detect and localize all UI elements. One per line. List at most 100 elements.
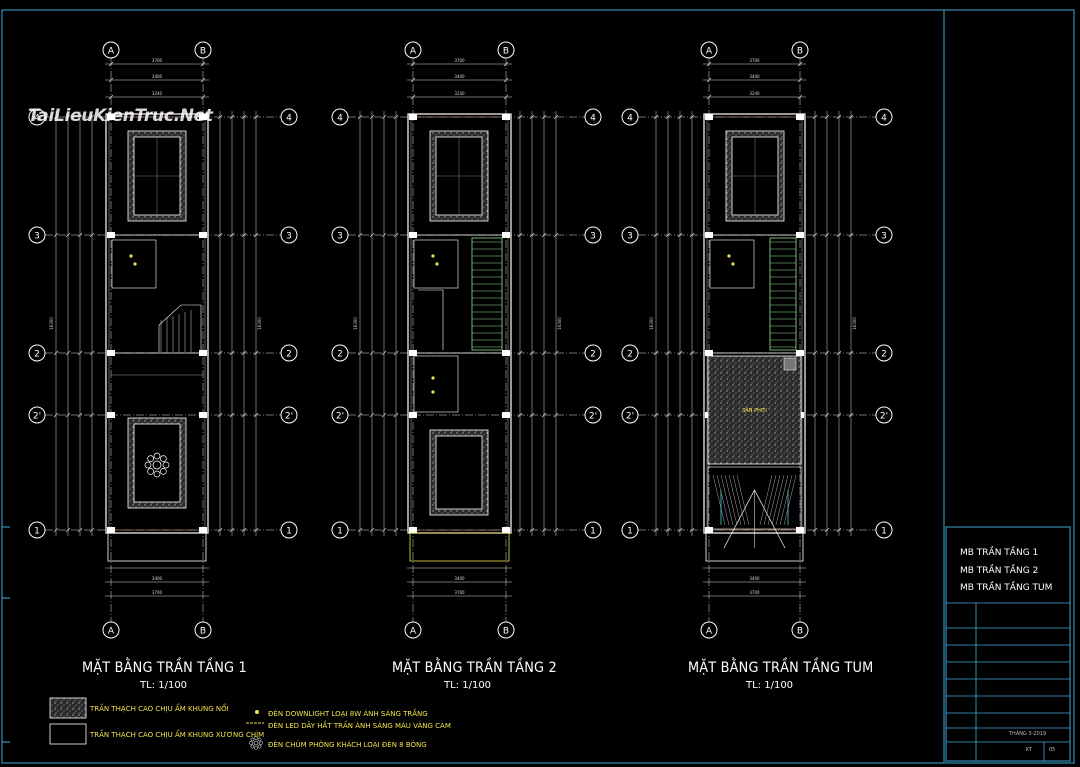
- column-0-3-0: [107, 412, 115, 418]
- roof-hatch-r-0: [783, 474, 797, 526]
- dim-side-tick-2-3-3: [689, 412, 695, 418]
- dim-side-tick-1-6-2: [541, 350, 547, 356]
- downlight-0-b: [133, 262, 137, 266]
- column-1-0-0: [409, 114, 417, 120]
- dim-side-tick-1-7-1: [553, 232, 559, 238]
- dim-side-tick-0-1-1: [65, 232, 71, 238]
- dim-side-tick-2-3-4: [689, 527, 695, 533]
- plan-title-3: MẶT BẰNG TRẦN TẦNG TUM: [688, 660, 874, 676]
- dim-tick-0-1-0: [108, 77, 114, 83]
- dim-top-sub-2: 3240: [749, 91, 760, 96]
- dim-side-tick-0-0-4: [53, 527, 59, 533]
- axis-bubble-1-R1-label: 3: [590, 232, 596, 242]
- dim-side-tick-2-5-3: [824, 412, 830, 418]
- dim-tick-2-0-1: [797, 61, 803, 67]
- legend-chandelier-bulb-6: [254, 736, 258, 740]
- wc-room-2: [709, 239, 755, 289]
- dim-side-tick-2-2-4: [677, 527, 683, 533]
- chandelier-bulb-5: [147, 455, 154, 462]
- dim-bot-inner-1: 3400: [454, 576, 465, 581]
- titleblock-code: KT: [1026, 747, 1032, 753]
- dim-side-tick-2-4-1: [812, 232, 818, 238]
- dim-side-tick-2-7-0: [848, 114, 854, 120]
- dim-side-tick-2-1-4: [665, 527, 671, 533]
- dim-side-tick-0-3-0: [89, 114, 95, 120]
- dim-side-tick-0-1-3: [65, 412, 71, 418]
- axis-bubble-0-R4-label: 1: [286, 527, 292, 537]
- chandelier-bulb-2: [153, 470, 161, 478]
- dim-side-tick-2-1-2: [665, 350, 671, 356]
- dim-side-tick-0-3-1: [89, 232, 95, 238]
- dim-side-total-L-0: 16300: [49, 317, 54, 330]
- axis-bubble-1-L3-label: 2': [336, 412, 344, 422]
- dim-bot-inner-0: 3400: [152, 576, 163, 581]
- roof-hatch-r-5: [763, 474, 777, 526]
- dim-side-tick-0-1-4: [65, 527, 71, 533]
- dim-tick-0-2-1: [200, 94, 206, 100]
- dim-tick-1-0-1: [503, 61, 509, 67]
- axis-bubble-2-L2-circle: [621, 344, 639, 362]
- legend-fill-a: TRẦN THẠCH CAO CHỊU ẨM KHUNG NỔI: [90, 705, 229, 713]
- dim-tick-2-2-0: [706, 94, 712, 100]
- dim-tick-1-2-1: [503, 94, 509, 100]
- axis-bubble-0-R3-label: 2': [285, 412, 293, 422]
- column-0-0-1: [199, 114, 207, 120]
- axis-bubble-0-L0-circle: [28, 108, 46, 126]
- dim-bot-total-2: 3700: [749, 590, 760, 595]
- dim-side-tick-2-3-2: [689, 350, 695, 356]
- legend-swatch-a: [49, 697, 87, 719]
- dim-side-tick-1-0-2: [357, 350, 363, 356]
- dim-side-tick-2-4-0: [812, 114, 818, 120]
- axis-bubble-0-L4-circle: [28, 521, 46, 539]
- dim-side-tick-2-7-3: [848, 412, 854, 418]
- roof-hatch-r-2: [775, 474, 789, 526]
- dim-side-tick-1-4-3: [517, 412, 523, 418]
- axis-bubble-0-B0-circle: [102, 621, 120, 639]
- watermark-text: TaiLieuKienTruc.Net: [28, 106, 213, 126]
- dim-side-tick-1-3-4: [393, 527, 399, 533]
- terrace-drain: [783, 357, 797, 371]
- dim-top-inner-0: 3400: [152, 74, 163, 79]
- legend-light-a: ĐÈN DOWNLIGHT LOẠI 8W ÁNH SÁNG TRẮNG: [268, 710, 428, 718]
- dim-side-tick-1-2-0: [381, 114, 387, 120]
- balcony-0: [107, 532, 207, 562]
- dim-side-tick-0-5-3: [229, 412, 235, 418]
- axis-bubble-0-T0-label: A: [108, 47, 115, 57]
- legend-chandelier-bulb-0: [259, 741, 263, 745]
- axis-bubble-0-L3-label: 2': [33, 412, 41, 422]
- dim-side-tick-0-4-4: [217, 527, 223, 533]
- axis-bubble-1-R4-label: 1: [590, 527, 596, 537]
- dim-side-tick-0-5-2: [229, 350, 235, 356]
- axis-bubble-1-L3-circle: [331, 406, 349, 424]
- dim-side-tick-2-2-1: [677, 232, 683, 238]
- dim-side-tick-0-7-2: [253, 350, 259, 356]
- chandelier-bulb-1: [160, 468, 167, 475]
- dim-side-tick-1-0-4: [357, 527, 363, 533]
- chandelier-center: [152, 460, 162, 470]
- dim-side-tick-2-5-1: [824, 232, 830, 238]
- dim-tick-1-0-0: [410, 61, 416, 67]
- dim-side-tick-1-0-0: [357, 114, 363, 120]
- axis-bubble-1-R2-label: 2: [590, 350, 596, 360]
- stair-box-3: [769, 237, 797, 351]
- dim-side-tick-1-6-0: [541, 114, 547, 120]
- axis-bubble-2-L3-circle: [621, 406, 639, 424]
- dim-side-tick-1-7-0: [553, 114, 559, 120]
- roof-hatch-l-2: [720, 474, 734, 526]
- dim-side-tick-0-2-0: [77, 114, 83, 120]
- dim-top-inner-1: 3400: [454, 74, 465, 79]
- dim-tick-0-1-1: [200, 77, 206, 83]
- roof-hatch-r-3: [771, 474, 785, 526]
- dim-side-tick-2-1-3: [665, 412, 671, 418]
- wc-wall-2: [418, 289, 444, 350]
- axis-bubble-2-R1-label: 3: [881, 232, 887, 242]
- dim-side-tick-2-2-2: [677, 350, 683, 356]
- axis-bubble-2-R4-circle: [875, 521, 893, 539]
- dim-side-tick-2-6-1: [836, 232, 842, 238]
- axis-bubble-1-R3-circle: [584, 406, 602, 424]
- titleblock-line-2: MB TRẦN TẦNG 2: [960, 566, 1039, 576]
- dim-side-tick-2-5-4: [824, 527, 830, 533]
- axis-bubble-0-T0-circle: [102, 41, 120, 59]
